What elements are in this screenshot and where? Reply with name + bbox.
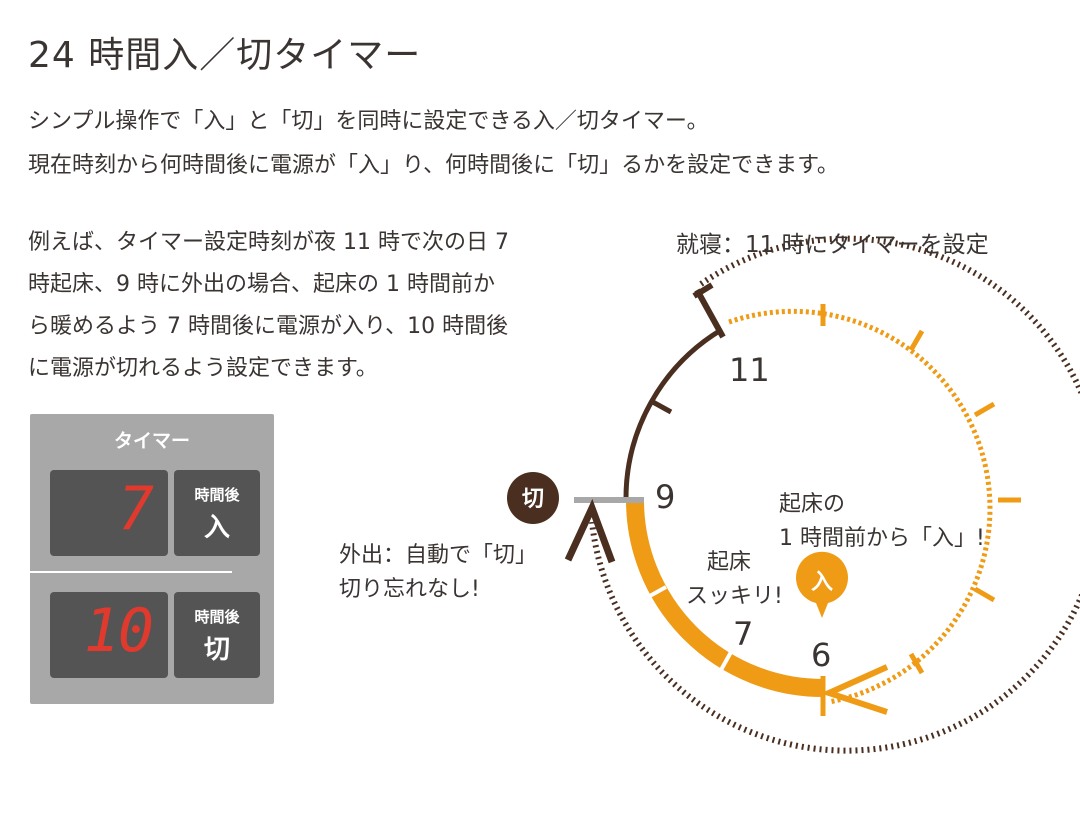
heating-arc-gap	[719, 651, 733, 671]
out-label-line-2: 切り忘れなし!	[339, 577, 480, 602]
hour-tick	[973, 586, 996, 603]
outer-dotted-ring	[589, 235, 1080, 754]
on-badge-label: 入	[811, 570, 833, 595]
example-line: に電源が切れるよう設定できます。	[28, 356, 378, 381]
off-hours-value: 10	[83, 596, 154, 666]
on-hours-display: 7	[50, 470, 168, 556]
hour-tick	[973, 401, 996, 418]
hour-label-7: 7	[733, 615, 753, 653]
wake-label-line-1: 起床の	[779, 492, 845, 517]
on-timer-button-caption: 時間後	[194, 486, 240, 504]
hour-label-9: 9	[655, 478, 675, 516]
heating-arc	[626, 499, 824, 697]
on-badge	[796, 551, 849, 618]
example-line: 例えば、タイマー設定時刻が夜 11 時で次の日 7	[28, 230, 509, 255]
off-timer-button-label: 切	[203, 635, 230, 665]
bedtime-label: 就寝：11 時にタイマーを設定	[676, 232, 989, 258]
off-timer-button-caption: 時間後	[194, 608, 240, 626]
timer-panel-title: タイマー	[113, 430, 190, 452]
lead-paragraph: シンプル操作で「入」と「切」を同時に設定できる入／切タイマー。 現在時刻から何時…	[28, 100, 839, 188]
example-paragraph: 例えば、タイマー設定時刻が夜 11 時で次の日 7 時起床、9 時に外出の場合、…	[28, 222, 509, 390]
example-line: ら暖めるよう 7 時間後に電源が入り、10 時間後	[28, 314, 509, 339]
wake-label-line-2: 1 時間前から「入」!	[779, 526, 985, 551]
bedtime-marker-cap	[692, 282, 714, 299]
inner-dotted-ring	[728, 308, 993, 705]
hour-ticks	[820, 304, 1021, 675]
page-title: 24 時間入／切タイマー	[28, 35, 422, 76]
hour-label-6: 6	[811, 636, 831, 674]
on-arrow	[820, 664, 889, 715]
out-label-line-1: 外出：自動で「切」	[339, 543, 537, 568]
bedtime-marker	[694, 288, 726, 339]
fresh-label-line-1: 起床	[707, 550, 751, 575]
off-badge-label: 切	[522, 487, 544, 512]
on-hours-value: 7	[117, 474, 154, 544]
hour-tick	[908, 652, 925, 675]
off-badge	[507, 472, 559, 524]
on-timer-button[interactable]: 時間後 入	[174, 470, 260, 556]
hour-tick	[908, 329, 925, 352]
timer-panel-divider	[12, 571, 232, 573]
heating-arc-gap	[647, 585, 667, 599]
off-arrow	[564, 498, 616, 564]
lead-line: シンプル操作で「入」と「切」を同時に設定できる入／切タイマー。	[28, 109, 709, 134]
sleep-arc-tick	[649, 398, 673, 415]
off-hours-display: 10	[50, 592, 168, 678]
lead-line: 現在時刻から何時間後に電源が「入」り、何時間後に「切」るかを設定できます。	[28, 153, 839, 178]
sleep-arc	[623, 327, 723, 501]
hour-label-11: 11	[729, 351, 770, 389]
example-line: 時起床、9 時に外出の場合、起床の 1 時間前か	[28, 272, 495, 297]
on-timer-button-label: 入	[203, 513, 230, 543]
fresh-label-line-2: スッキリ!	[686, 584, 783, 609]
off-timer-button[interactable]: 時間後 切	[174, 592, 260, 678]
